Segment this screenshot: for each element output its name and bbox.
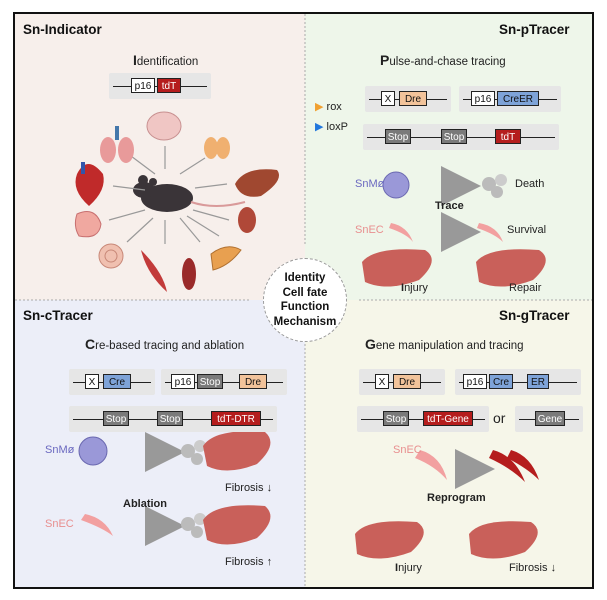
legend-loxp: ▶ loxP	[315, 121, 348, 133]
construct-p16-stop-dre: p16 Stop Dre	[161, 369, 287, 395]
construct-p16-tdt: p16 tdT	[109, 73, 211, 99]
quadrant-sn-ptracer	[305, 14, 592, 300]
construct-x-cre: X Cre	[69, 369, 155, 395]
label-snec-3: SnEC	[393, 444, 422, 456]
quadrant-sn-indicator	[15, 14, 305, 300]
construct-p16-creer: p16 CreER	[459, 86, 561, 112]
liver-repair-icon	[476, 249, 546, 287]
gene-tdt: tdT	[157, 78, 181, 93]
kidney-icon	[238, 207, 256, 233]
thymus-icon	[204, 137, 230, 159]
label-injury: Injury	[401, 282, 428, 294]
subtitle-identification: Identification	[133, 52, 199, 68]
label-or: or	[493, 410, 506, 426]
reprogrammed-ec-icon	[489, 450, 539, 482]
dead-cell-icon-3	[181, 513, 206, 538]
legend-rox: ▶ rox	[315, 101, 342, 113]
muscle-icon	[141, 250, 167, 292]
mouse-icon	[133, 175, 246, 212]
construct-stop-tdt-gene: Stop tdT-Gene	[357, 406, 489, 432]
pancreas-icon	[210, 246, 242, 271]
stomach-icon	[74, 211, 102, 238]
title-sn-indicator: Sn-Indicator	[23, 22, 102, 37]
quadrant-sn-gtracer	[305, 300, 592, 587]
liver-injury-icon-2	[355, 521, 424, 559]
label-snec-2: SnEC	[45, 518, 74, 530]
label-snmo: SnMø	[355, 178, 385, 190]
dead-cell-icon-2	[181, 440, 206, 465]
label-reprogram: Reprogram	[427, 492, 486, 504]
subtitle-gene-manipulation: Gene manipulation and tracing	[365, 336, 524, 352]
construct-gene: Gene	[515, 406, 583, 432]
label-ablation: Ablation	[123, 498, 167, 510]
liver-icon	[235, 169, 279, 197]
lung-icon	[100, 126, 134, 163]
construct-p16-cre-er: p16 Cre ER	[455, 369, 581, 395]
title-sn-gtracer: Sn-gTracer	[499, 308, 570, 323]
liver-fibrosis-icon	[203, 431, 271, 471]
spleen-icon	[182, 258, 196, 290]
snec-cell-icon-3	[415, 450, 447, 480]
liver-fibrosis-icon-3	[469, 521, 538, 559]
label-snec: SnEC	[355, 224, 384, 236]
liver-injury-icon	[362, 249, 432, 287]
subtitle-pulse-chase: Pulse-and-chase tracing	[380, 52, 506, 68]
title-sn-ptracer: Sn-pTracer	[499, 22, 570, 37]
label-repair: Repair	[509, 282, 542, 294]
diagram-graphics	[15, 14, 592, 587]
ec-cell-icon	[477, 223, 503, 242]
gene-p16: p16	[131, 78, 155, 93]
label-trace: Trace	[435, 200, 464, 212]
construct-x-dre-2: X Dre	[359, 369, 445, 395]
construct-stop-stop-tdt: Stop Stop tdT	[363, 124, 559, 150]
label-fibrosis-down: Fibrosis ↓	[225, 482, 273, 494]
title-sn-ctracer: Sn-cTracer	[23, 308, 93, 323]
dead-cell-icon	[482, 174, 507, 198]
construct-x-dre: X Dre	[365, 86, 451, 112]
label-death: Death	[515, 178, 545, 190]
label-snmo-2: SnMø	[45, 444, 75, 456]
label-fibrosis-down-2: Fibrosis ↓	[509, 562, 557, 574]
snec-cell-icon	[389, 223, 413, 242]
intestine-icon	[98, 243, 124, 269]
heart-icon	[75, 162, 104, 206]
label-survival: Survival	[507, 224, 547, 236]
label-injury-2: Injury	[395, 562, 422, 574]
brain-icon	[146, 111, 182, 141]
snmo-cell-icon-2	[78, 436, 108, 466]
snec-cell-icon-2	[81, 514, 113, 536]
snmo-cell-icon	[382, 171, 410, 199]
label-fibrosis-up: Fibrosis ↑	[225, 556, 273, 568]
construct-stop-stop-tdt-dtr: Stop Stop tdT-DTR	[69, 406, 277, 432]
figure-frame: Sn-Indicator Sn-pTracer Sn-cTracer Sn-gT…	[13, 12, 594, 589]
subtitle-cre-based: Cre-based tracing and ablation	[85, 336, 245, 352]
liver-fibrosis-icon-2	[203, 505, 271, 545]
